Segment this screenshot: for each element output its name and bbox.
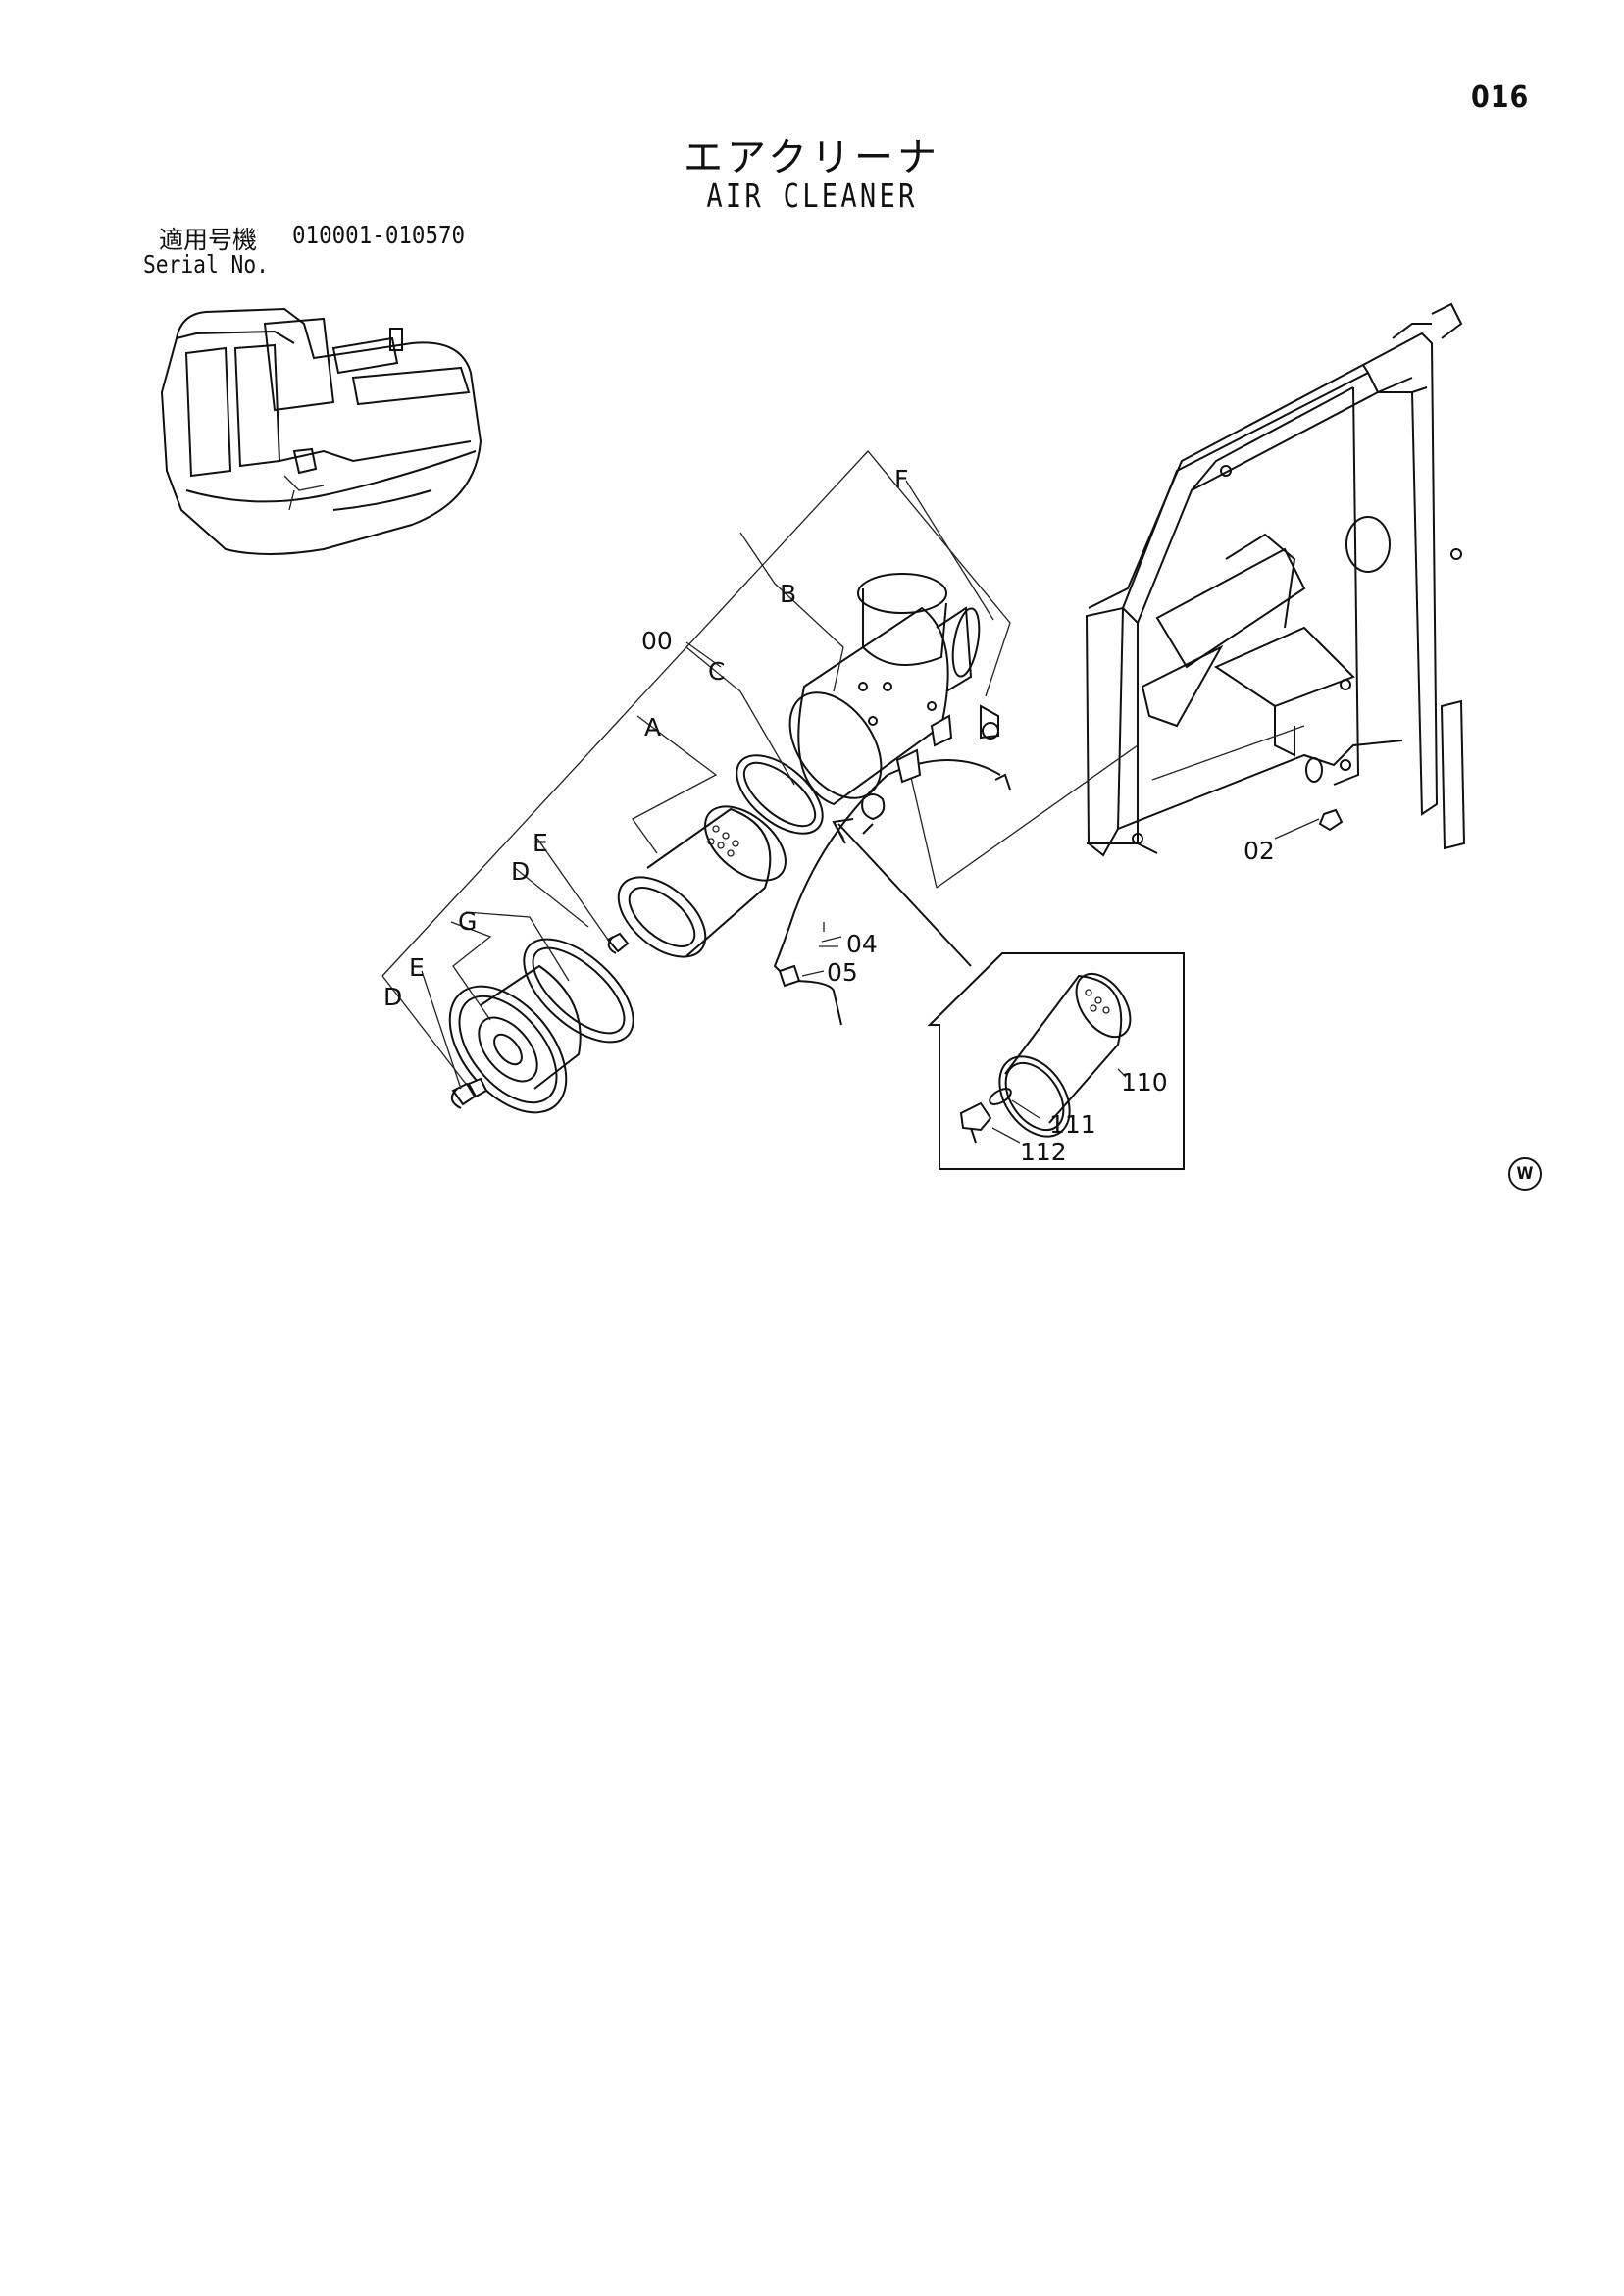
clip-upper xyxy=(606,932,630,954)
leader-00 xyxy=(685,641,722,668)
callout-04: 04 xyxy=(846,930,878,958)
excavator-thumbnail xyxy=(160,307,482,555)
title-japanese: エアクリーナ xyxy=(684,135,940,180)
air-cleaner-body xyxy=(788,573,1011,835)
leader-04 xyxy=(821,936,842,943)
page-number: 016 xyxy=(1471,80,1530,115)
callout-E-lower: E xyxy=(409,953,425,982)
serial-label-japanese: 適用号機 xyxy=(159,226,258,254)
ring-seal xyxy=(736,754,824,835)
hose-04 xyxy=(773,759,1001,1026)
callout-02: 02 xyxy=(1243,837,1275,865)
callout-05: 05 xyxy=(827,958,858,987)
callout-110: 110 xyxy=(1121,1068,1168,1097)
callout-D-upper: D xyxy=(511,857,530,886)
end-cover xyxy=(448,964,582,1114)
frame-bracket xyxy=(1085,302,1466,857)
callout-00: 00 xyxy=(641,627,673,655)
serial-label-english: Serial No. xyxy=(143,250,269,279)
callout-B: B xyxy=(780,580,796,608)
leader-to-frame xyxy=(936,744,1139,889)
leader-to-frame-2 xyxy=(906,759,938,889)
inset-box xyxy=(927,952,1185,1170)
title-english: AIR CLEANER xyxy=(706,177,918,215)
leader-05 xyxy=(801,970,825,977)
filter-element xyxy=(617,805,787,958)
callout-G: G xyxy=(458,907,477,936)
callout-E-upper: E xyxy=(533,829,548,857)
assembly-brackets xyxy=(381,450,1320,1090)
gasket-ring xyxy=(523,938,634,1044)
serial-range: 010001-010570 xyxy=(292,221,466,249)
clip-lower xyxy=(450,1077,488,1109)
callout-F: F xyxy=(894,465,908,493)
callout-112: 112 xyxy=(1020,1138,1067,1166)
callout-111: 111 xyxy=(1049,1110,1096,1139)
callout-C: C xyxy=(708,657,725,686)
callout-D-lower: D xyxy=(383,983,402,1011)
callout-A: A xyxy=(644,713,661,741)
w-mark: W xyxy=(1508,1157,1542,1191)
clip-05 xyxy=(778,964,801,988)
